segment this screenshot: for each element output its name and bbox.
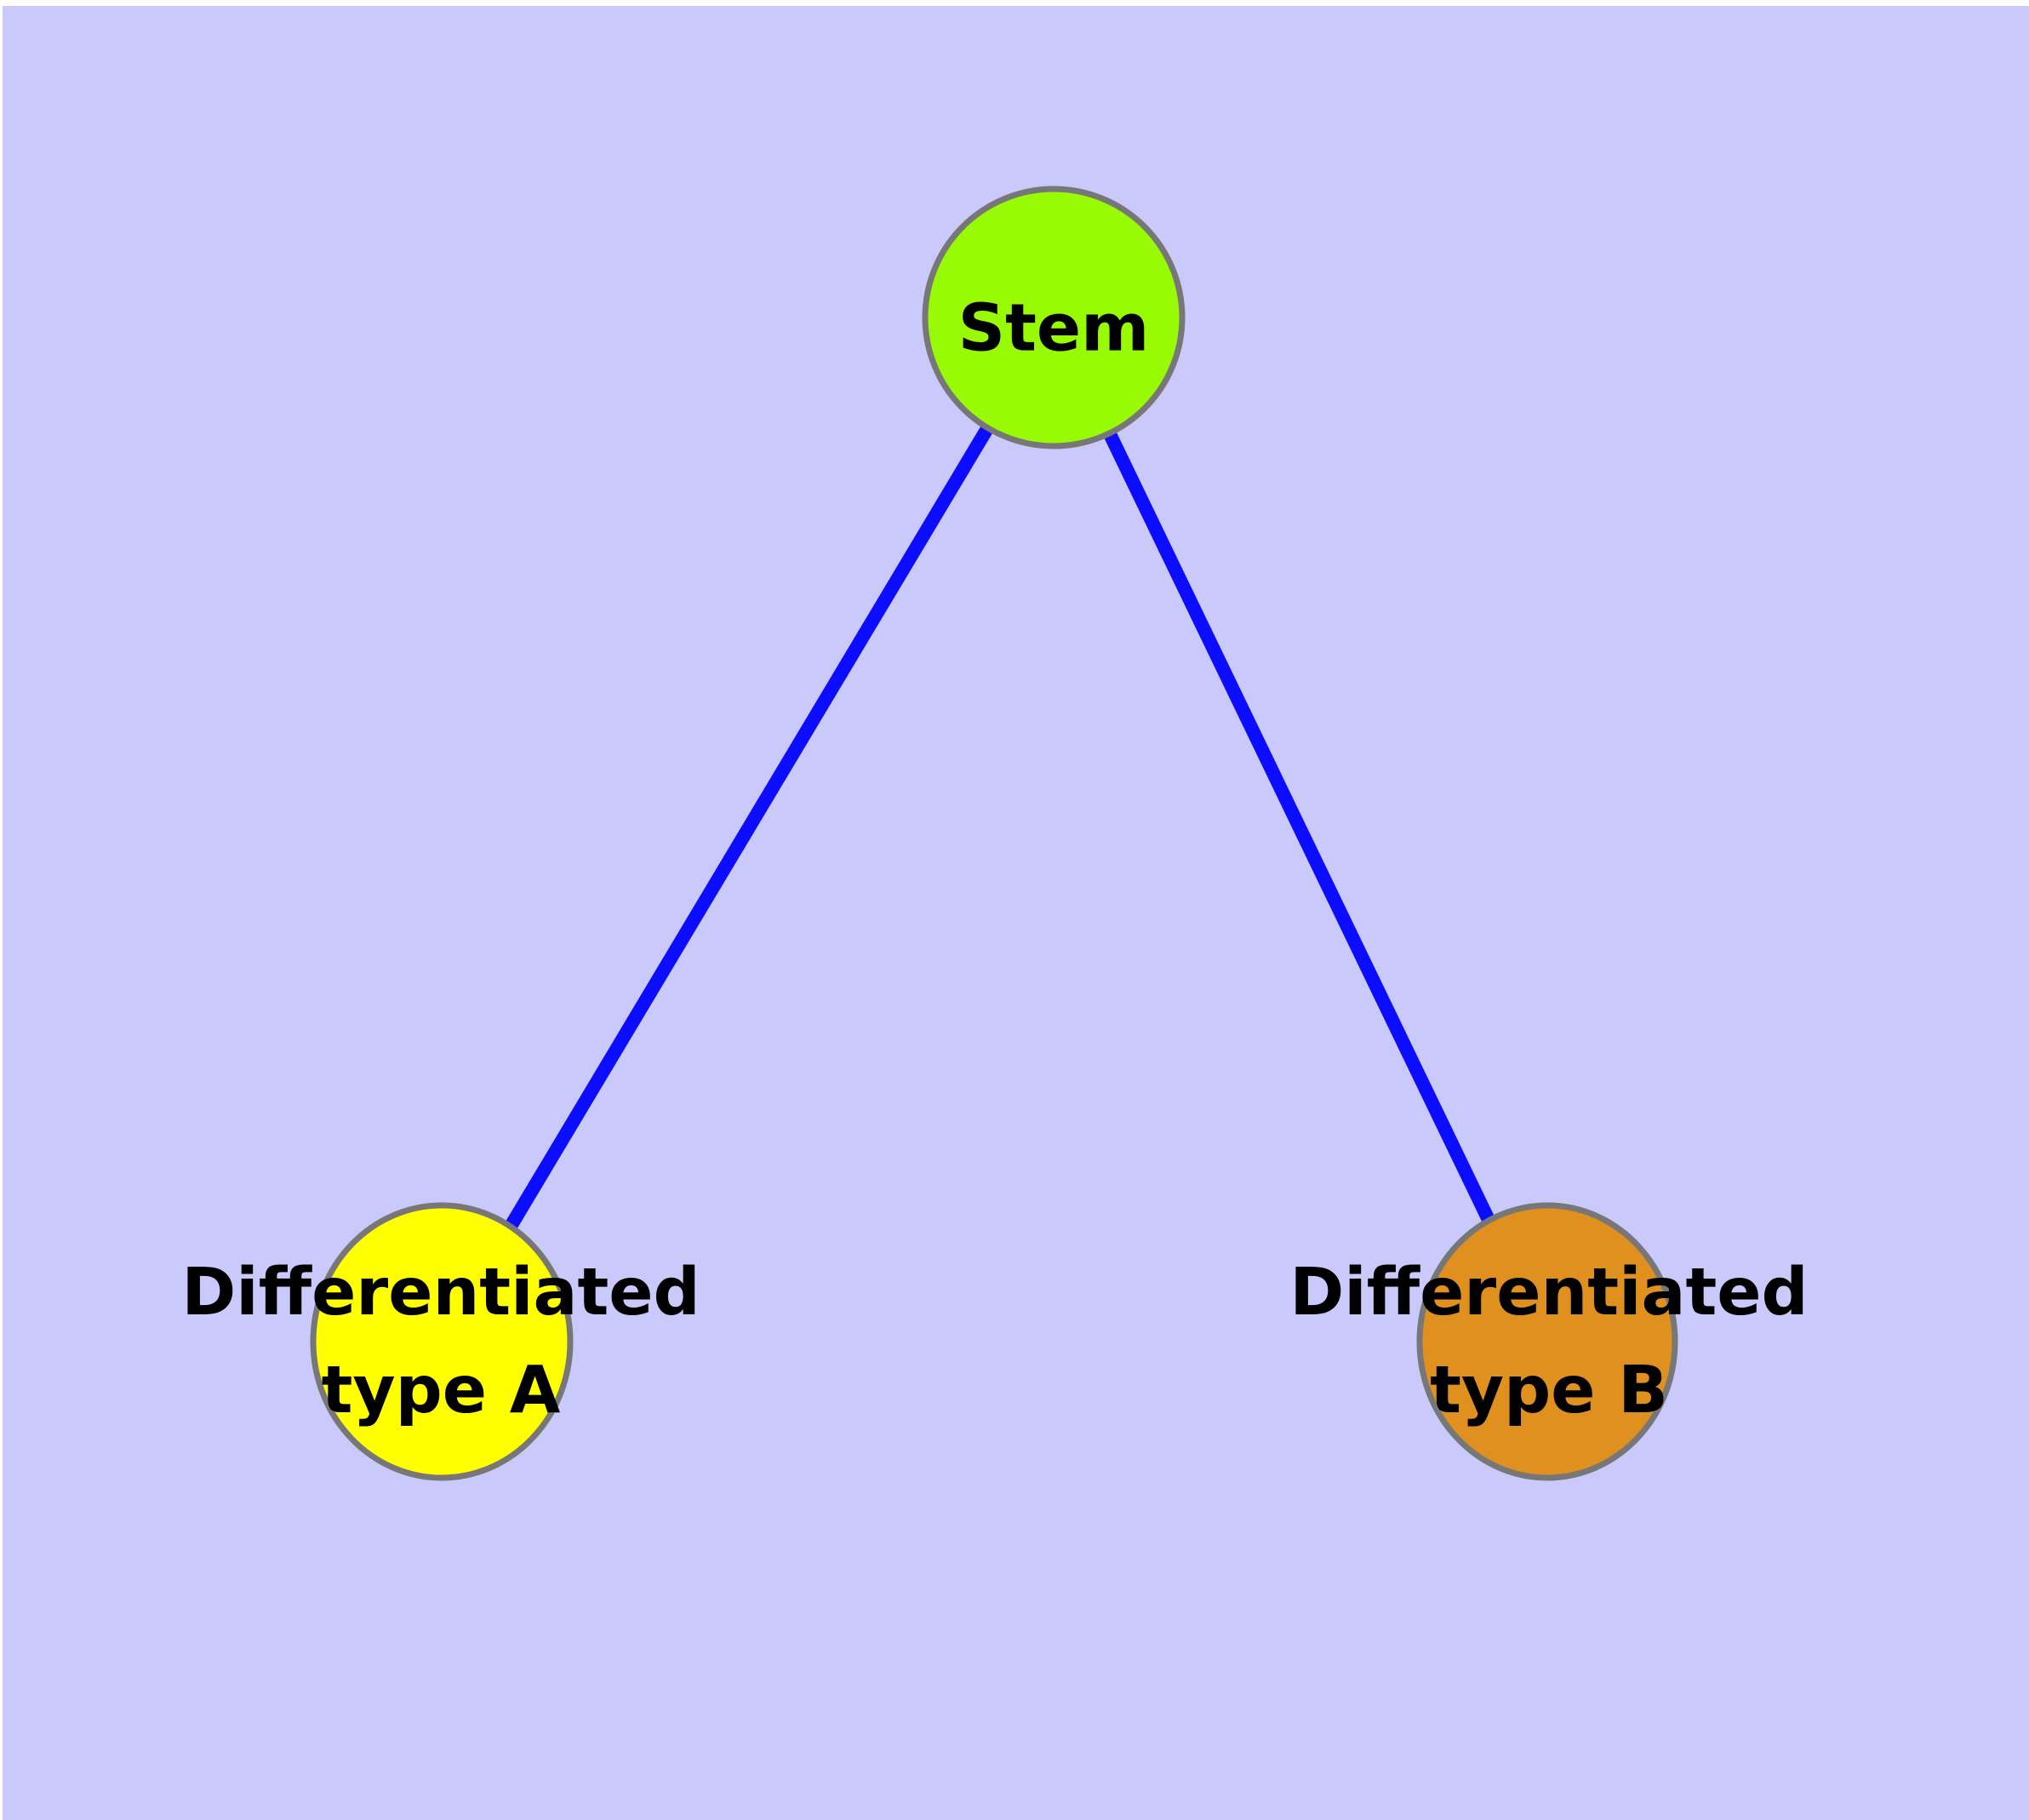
node-circle-stem: [922, 186, 1186, 449]
node-label-type-a: Differentiated type A: [181, 1255, 700, 1428]
node-label-stem: Stem: [957, 290, 1150, 367]
node-label-type-b: Differentiated type B: [1289, 1255, 1809, 1428]
edge-stem-to-type-a: [436, 313, 1060, 1346]
node-circle-type-b: [1416, 1202, 1678, 1481]
node-circle-type-a: [310, 1202, 574, 1481]
edge-stem-to-type-b: [1047, 314, 1554, 1345]
